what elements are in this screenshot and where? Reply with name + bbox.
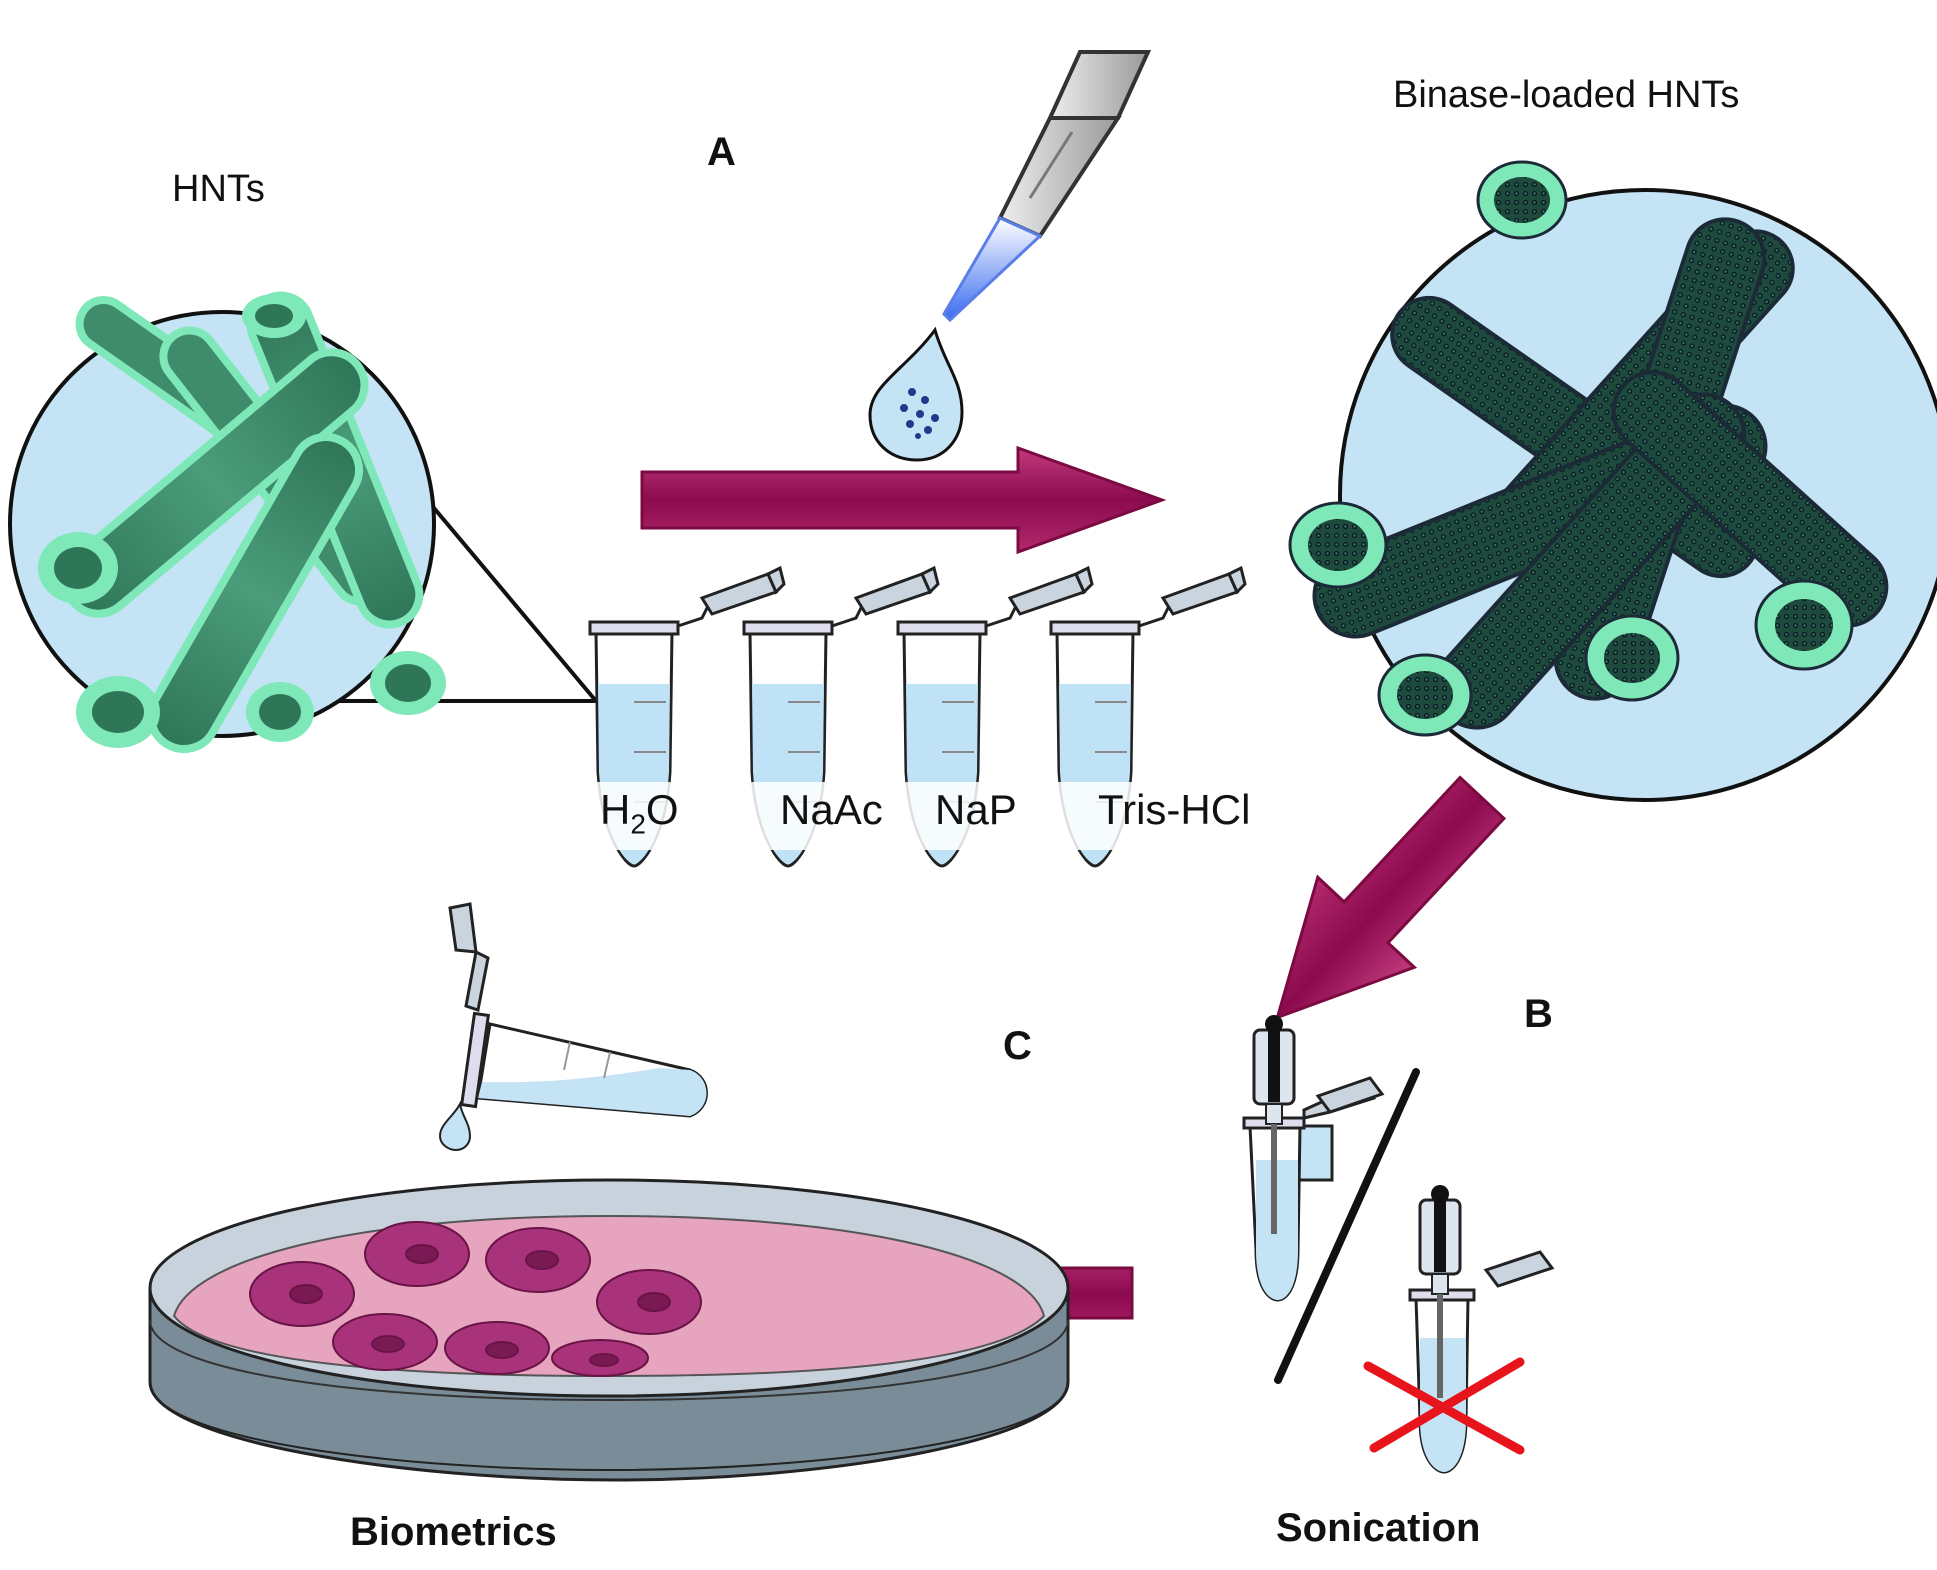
step-c-label: C [1003,1024,1032,1068]
binase-loaded-label: Binase-loaded HNTs [1393,74,1740,116]
buffer-label-band [554,782,1204,850]
buffer-label-text: Tris-HCl [1098,786,1251,833]
hnts-label: HNTs [172,168,265,210]
sonicator-probe-crossed [1408,1185,1555,1474]
nanotube-openings [38,294,446,748]
buffer-label-text: NaAc [780,786,883,833]
sonication-caption: Sonication [1276,1506,1481,1550]
buffer-label: NaP [935,786,1017,834]
biometrics-caption: Biometrics [350,1510,557,1554]
pipette-icon [942,50,1152,323]
buffer-label: NaAc [780,786,883,834]
hnts-zoom-circle [8,291,598,753]
droplet-icon [868,326,964,462]
buffer-label-text: H [600,786,631,833]
buffer-label: Tris-HCl [1098,786,1250,834]
buffer-label: H2O [600,786,679,840]
binase-tube-openings [1288,160,1854,737]
step-a-label: A [707,130,736,174]
buffer-label-suffix: O [645,786,679,833]
cross-icon [1363,1357,1525,1455]
arrow-to-sonication [1275,775,1507,1020]
sonication-panel [1242,1015,1555,1474]
buffer-label-subscript: 2 [630,808,646,840]
petri-dish-icon [148,1178,1070,1482]
buffer-tubes [554,565,1247,868]
arrow-a-right [640,445,1167,555]
nanotube-bundle [61,291,424,753]
step-b-label: B [1524,992,1553,1036]
buffer-label-text: NaP [935,786,1017,833]
cells [249,1221,702,1377]
binase-loaded-circle [1288,160,1937,802]
sonicator-probe-icon [1242,1015,1385,1302]
pouring-tube [438,902,708,1152]
